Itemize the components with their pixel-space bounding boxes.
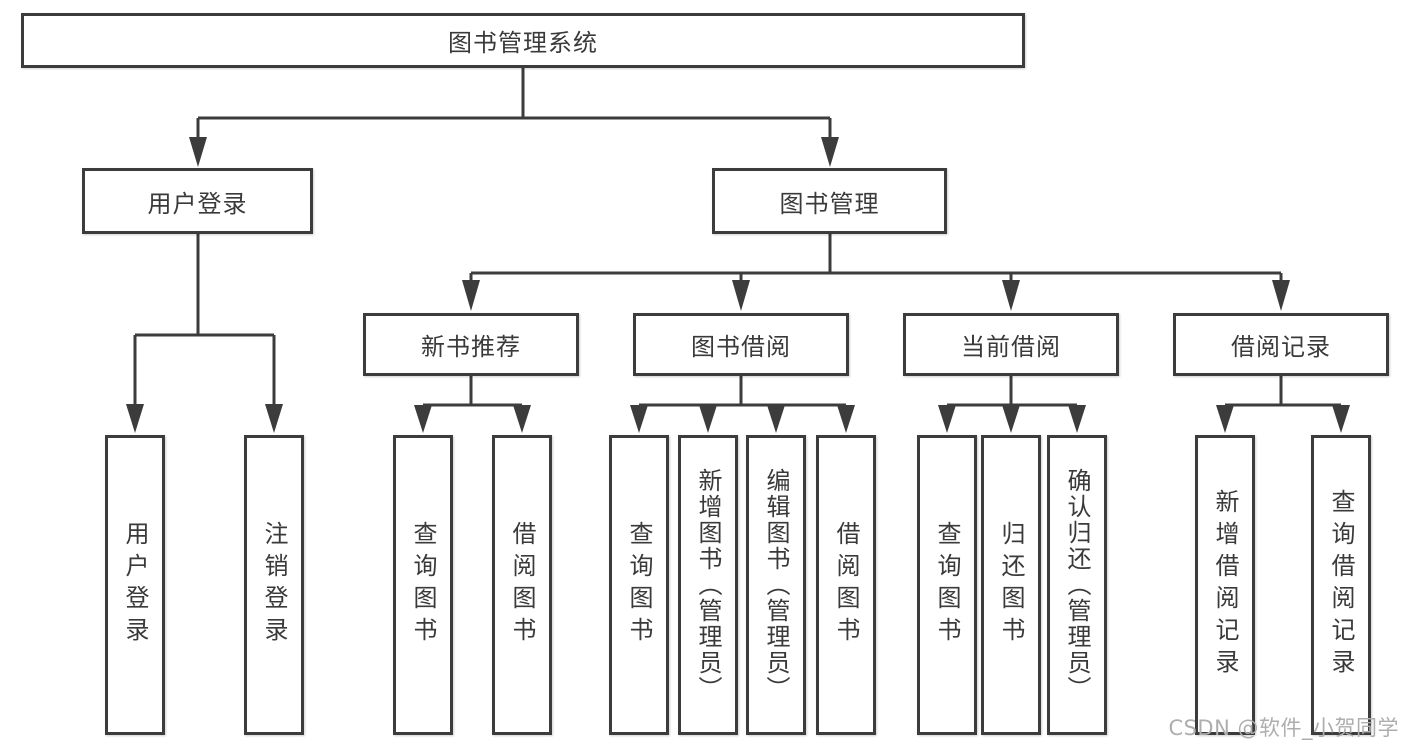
node-label: 查询图书 [625, 521, 653, 649]
leaf-add-book-admin: 新增图书（管理员） [678, 435, 738, 735]
node-label: 归还图书 [997, 521, 1025, 649]
arrowhead [699, 405, 717, 433]
arrowhead [1002, 405, 1020, 433]
leaf-query-books-recommend: 查询图书 [393, 435, 453, 735]
arrowhead [837, 405, 855, 433]
node-current-borrowing: 当前借阅 [903, 313, 1119, 376]
node-user-login-group: 用户登录 [82, 168, 313, 234]
arrowhead [1332, 405, 1350, 433]
leaf-user-login: 用户登录 [105, 435, 165, 735]
node-label: 确认归还（管理员） [1063, 468, 1091, 702]
leaf-query-borrow-record: 查询借阅记录 [1311, 435, 1371, 735]
leaf-query-books-current: 查询图书 [917, 435, 977, 735]
node-new-book-recommendation: 新书推荐 [363, 313, 579, 376]
node-label: 图书管理系统 [448, 29, 598, 57]
leaf-query-books-borrow: 查询图书 [609, 435, 669, 735]
leaf-borrow-books-recommend: 借阅图书 [492, 435, 552, 735]
leaf-confirm-return-admin: 确认归还（管理员） [1047, 435, 1107, 735]
csdn-watermark: CSDN @软件_小贺同学 [1168, 716, 1399, 740]
node-label: 注销登录 [260, 521, 288, 649]
arrowhead [265, 404, 283, 433]
node-label: 借阅图书 [508, 521, 536, 649]
leaf-edit-book-admin: 编辑图书（管理员） [746, 435, 806, 735]
arrowhead [630, 405, 648, 433]
node-label: 借阅图书 [832, 521, 860, 649]
arrowhead [1216, 405, 1234, 433]
node-label: 当前借阅 [961, 333, 1061, 361]
node-label: 借阅记录 [1231, 333, 1331, 361]
node-label: 用户登录 [147, 189, 248, 218]
node-label: 查询图书 [409, 521, 437, 649]
node-book-borrowing: 图书借阅 [633, 313, 849, 376]
arrowhead [462, 280, 480, 311]
node-book-management: 图书管理 [712, 168, 947, 234]
leaf-add-borrow-record: 新增借阅记录 [1195, 435, 1255, 735]
node-label: 新书推荐 [421, 333, 521, 361]
node-label: 查询借阅记录 [1327, 489, 1355, 681]
node-label: 编辑图书（管理员） [762, 468, 790, 702]
leaf-logout: 注销登录 [244, 435, 304, 735]
node-label: 查询图书 [933, 521, 961, 649]
arrowhead [732, 280, 750, 311]
node-label: 新增图书（管理员） [694, 468, 722, 702]
arrowhead [1002, 280, 1020, 311]
node-label: 新增借阅记录 [1211, 489, 1239, 681]
node-label: 用户登录 [121, 521, 149, 649]
leaf-return-books: 归还图书 [981, 435, 1041, 735]
arrowhead [414, 405, 432, 433]
leaf-borrow-books: 借阅图书 [816, 435, 876, 735]
node-library-management-system: 图书管理系统 [21, 13, 1025, 68]
node-label: 图书借阅 [691, 333, 791, 361]
node-label: 图书管理 [779, 189, 880, 218]
arrowhead [821, 137, 839, 167]
arrowhead [1068, 405, 1086, 433]
arrowhead [938, 405, 956, 433]
arrowhead [513, 405, 531, 433]
node-borrowing-records: 借阅记录 [1173, 313, 1389, 376]
arrowhead [126, 404, 144, 433]
arrowhead [1272, 280, 1290, 311]
arrowhead [767, 405, 785, 433]
arrowhead [189, 137, 207, 167]
